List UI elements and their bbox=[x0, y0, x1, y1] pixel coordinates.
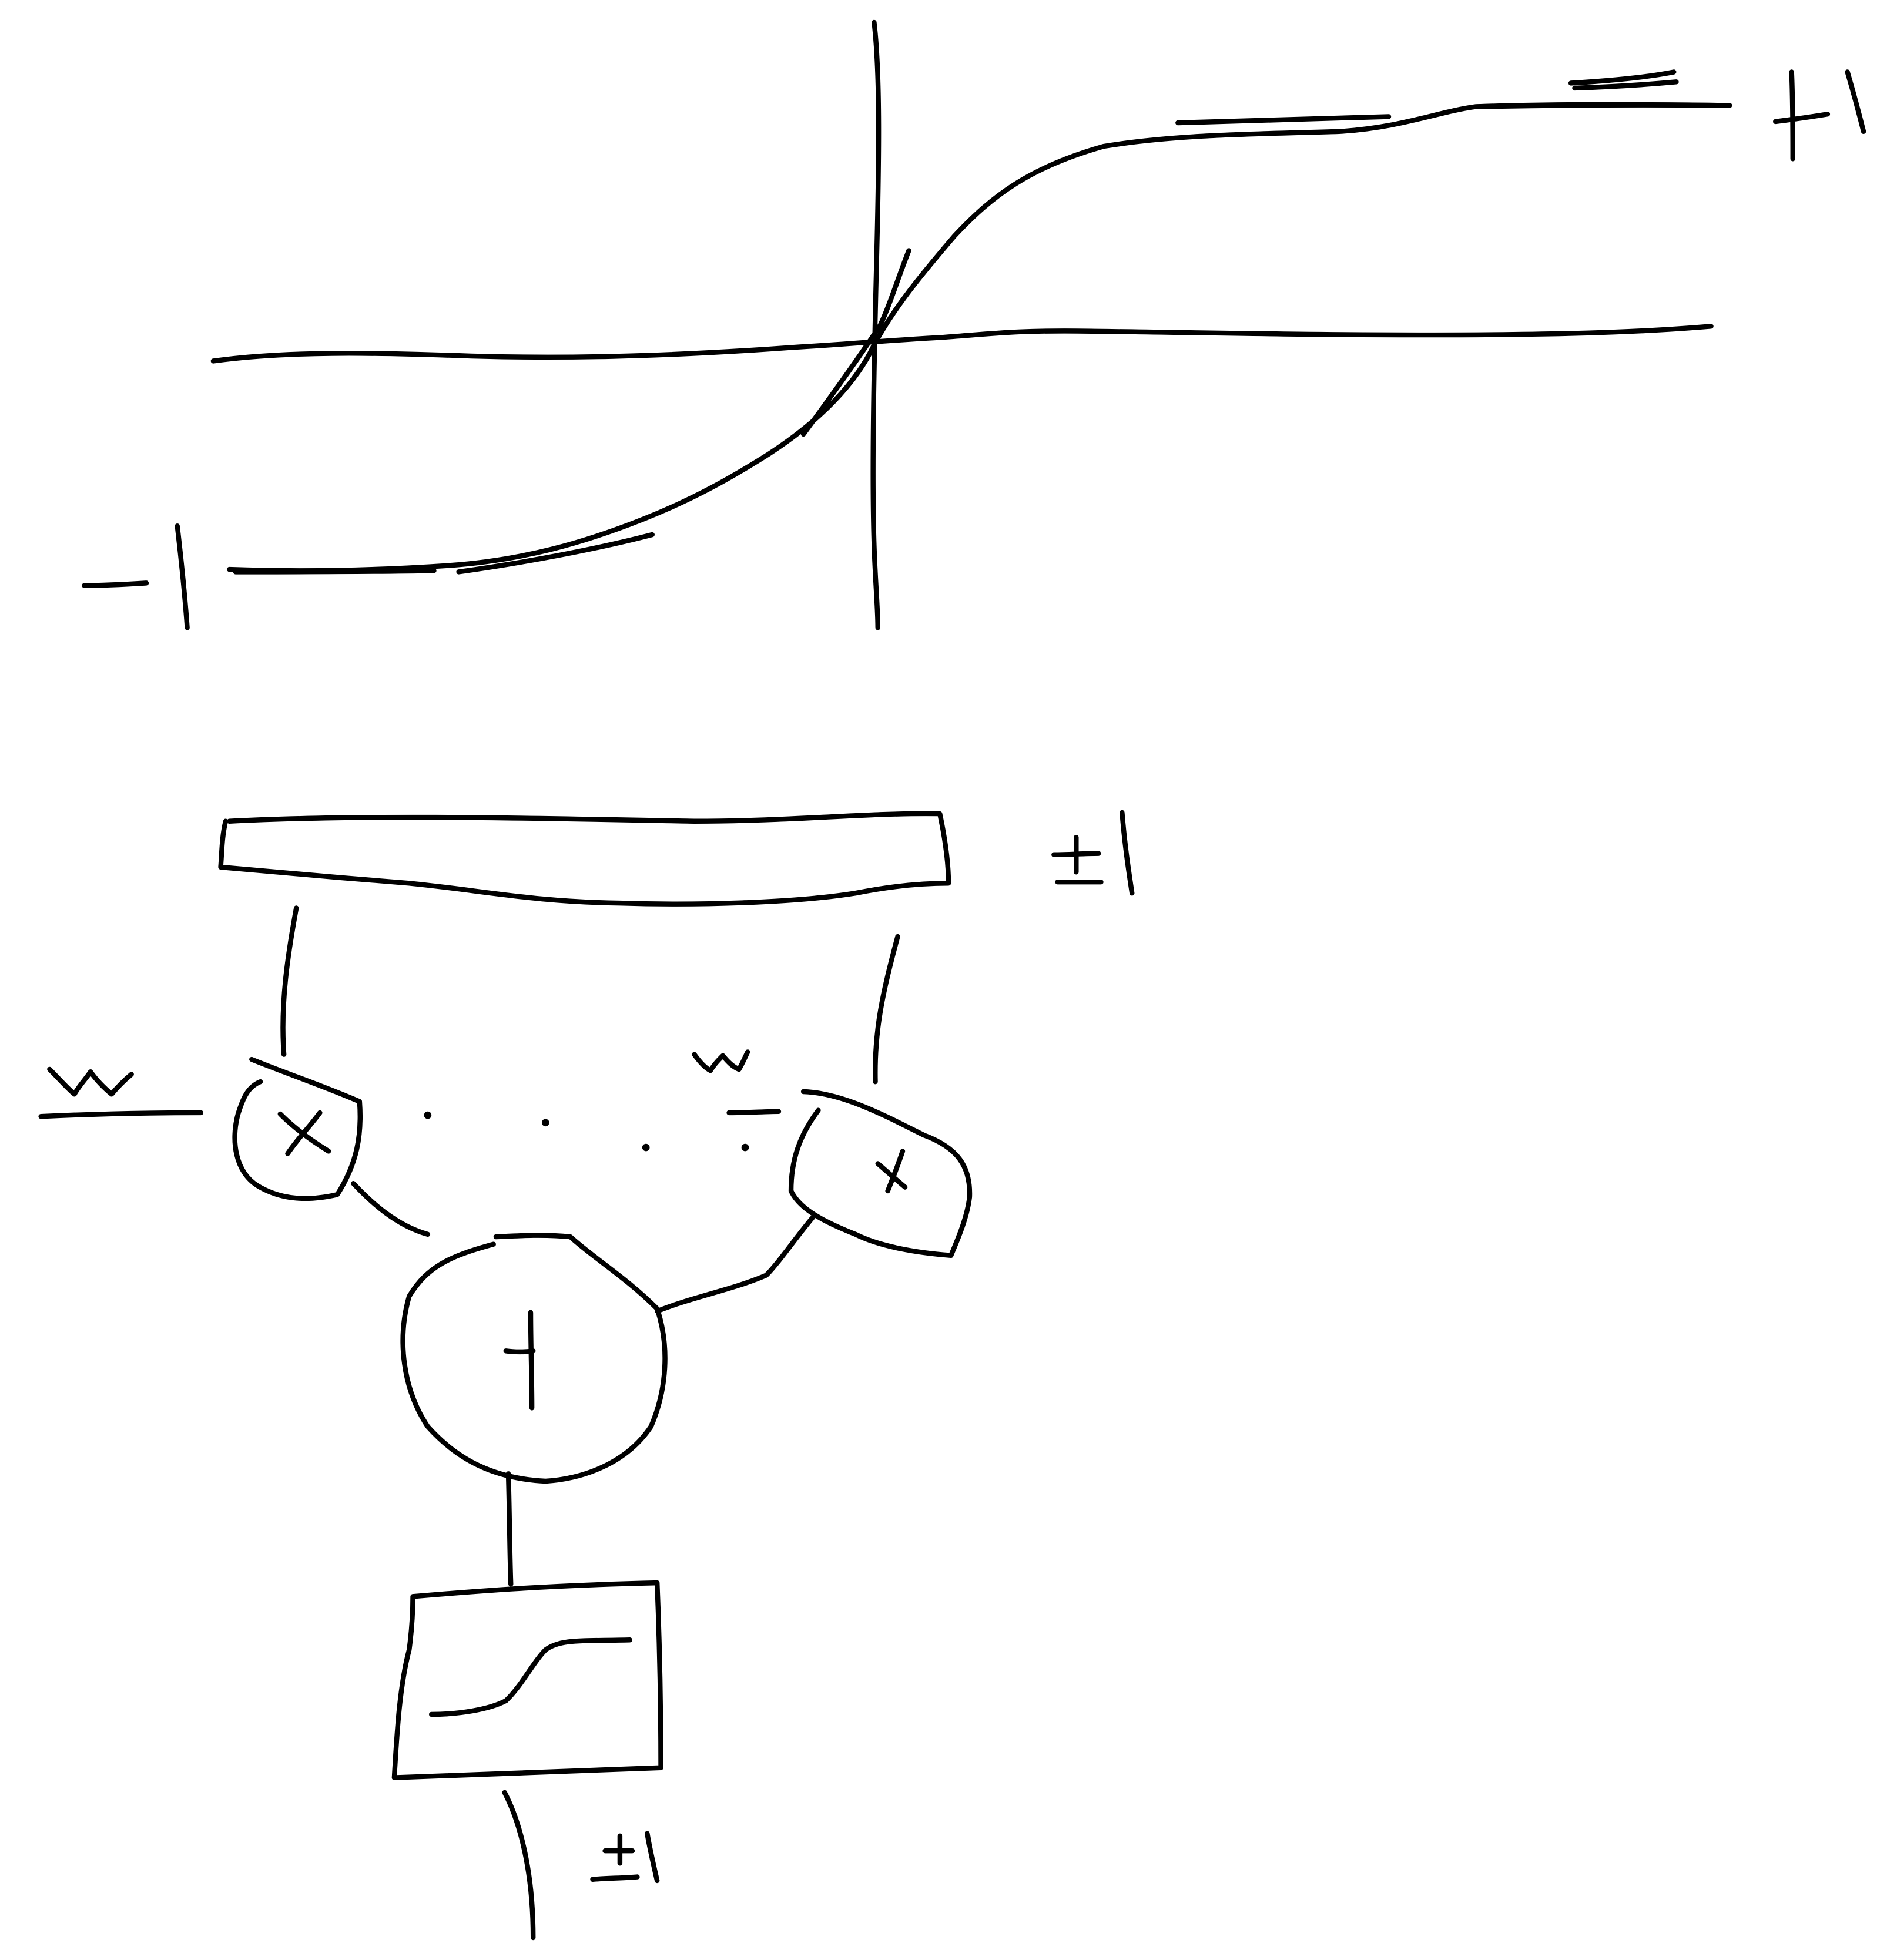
wire-left-mult-to-sum bbox=[351, 1181, 431, 1237]
y-min-label bbox=[82, 523, 190, 630]
lower-asymptote-stroke bbox=[233, 568, 437, 575]
ellipsis-dots bbox=[424, 1111, 749, 1152]
bus-range-label bbox=[1051, 810, 1135, 896]
tanh-curve bbox=[227, 102, 1732, 573]
upper-asymptote-stroke bbox=[1175, 114, 1392, 126]
input-wire-left bbox=[280, 905, 299, 1057]
upper-asymptote-stroke bbox=[1473, 102, 1732, 109]
output-wire bbox=[502, 1790, 536, 1941]
y-axis bbox=[870, 19, 882, 630]
multiply-icon bbox=[875, 1149, 908, 1194]
summation-node[interactable] bbox=[400, 1233, 668, 1484]
neuron-diagram bbox=[38, 810, 1135, 1941]
multiplier-node-right[interactable] bbox=[788, 1089, 973, 1258]
activation-function-box[interactable] bbox=[391, 1580, 663, 1780]
y-max-label bbox=[1773, 69, 1866, 162]
multiplier-node-left[interactable] bbox=[232, 1056, 363, 1201]
tanh-graph bbox=[82, 19, 1866, 630]
sigmoid-step-icon bbox=[428, 1637, 632, 1717]
weight-label-left bbox=[38, 1066, 204, 1119]
wire-sum-to-activation bbox=[505, 1471, 514, 1587]
lower-asymptote-stroke bbox=[456, 532, 655, 575]
weight-label-right bbox=[692, 1049, 782, 1116]
x-axis bbox=[210, 324, 1714, 364]
upper-asymptote-stroke bbox=[1572, 79, 1679, 91]
sum-icon bbox=[503, 1310, 536, 1411]
output-range-label bbox=[590, 1831, 660, 1884]
multiply-icon bbox=[277, 1110, 331, 1156]
tangent-line-at-origin bbox=[800, 248, 911, 437]
input-wire-right bbox=[873, 934, 900, 1085]
input-bus-bar bbox=[218, 811, 951, 907]
upper-asymptote-stroke bbox=[1568, 69, 1677, 86]
wire-right-mult-to-sum bbox=[654, 1216, 815, 1314]
